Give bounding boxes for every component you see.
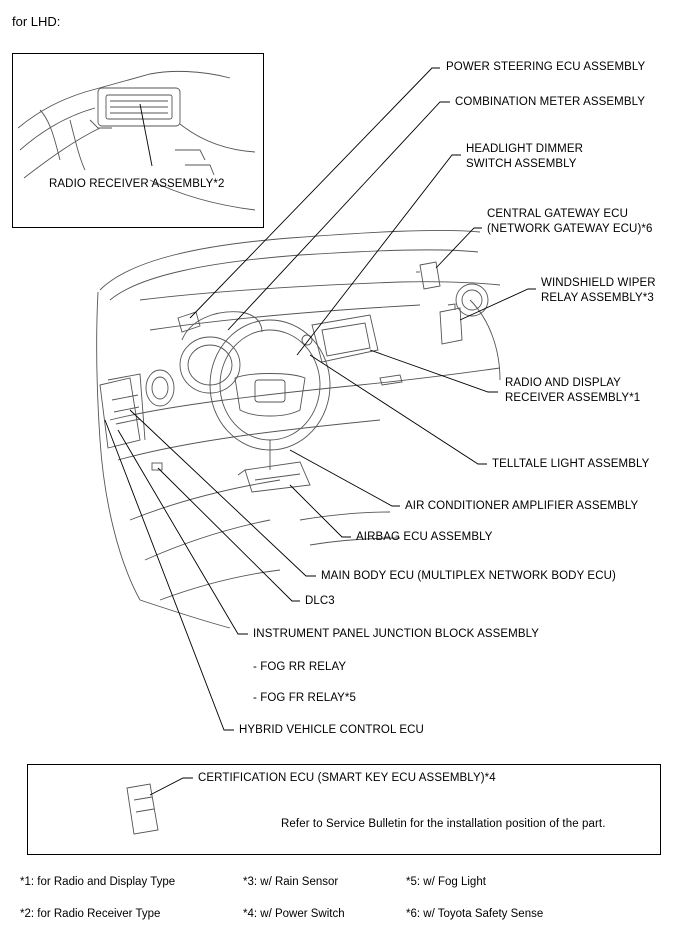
radio-display-label-line1: RADIO AND DISPLAY (505, 377, 621, 389)
telltale-label: TELLTALE LIGHT ASSEMBLY (492, 458, 650, 470)
main-body-ecu-label: MAIN BODY ECU (MULTIPLEX NETWORK BODY EC… (321, 570, 616, 582)
combination-meter-label: COMBINATION METER ASSEMBLY (455, 96, 646, 108)
leader-lines (104, 67, 536, 796)
main-dashboard-drawing (96, 229, 501, 629)
central-gateway-label-line2: (NETWORK GATEWAY ECU)*6 (487, 223, 653, 235)
inset-dashboard-drawing (17, 70, 256, 211)
central-gateway-label-line1: CENTRAL GATEWAY ECU (487, 208, 628, 220)
page-header: for LHD: (12, 14, 61, 29)
ac-amplifier-label: AIR CONDITIONER AMPLIFIER ASSEMBLY (405, 500, 639, 512)
headlight-dimmer-label-line2: SWITCH ASSEMBLY (466, 158, 577, 170)
fog-rr-relay-label: - FOG RR RELAY (253, 661, 347, 673)
wiper-relay-label-line1: WINDSHIELD WIPER (541, 277, 656, 289)
hybrid-ecu-label: HYBRID VEHICLE CONTROL ECU (239, 724, 424, 736)
radio-display-label-line2: RECEIVER ASSEMBLY*1 (505, 392, 641, 404)
footnote-3: *3: w/ Rain Sensor (243, 876, 339, 888)
radio-receiver-inset (12, 53, 264, 228)
wiper-relay-label-line2: RELAY ASSEMBLY*3 (541, 292, 654, 304)
service-bulletin-note: Refer to Service Bulletin for the instal… (281, 818, 606, 830)
dlc3-label: DLC3 (305, 595, 335, 607)
footnote-6: *6: w/ Toyota Safety Sense (406, 908, 544, 920)
fog-fr-relay-label: - FOG FR RELAY*5 (253, 692, 356, 704)
certification-ecu-box (27, 764, 661, 855)
power-steering-ecu-label: POWER STEERING ECU ASSEMBLY (446, 61, 646, 73)
headlight-dimmer-label-line1: HEADLIGHT DIMMER (466, 143, 584, 155)
footnote-4: *4: w/ Power Switch (243, 908, 345, 920)
footnote-5: *5: w/ Fog Light (406, 876, 486, 888)
certification-ecu-label: CERTIFICATION ECU (SMART KEY ECU ASSEMBL… (198, 772, 496, 784)
footnote-2: *2: for Radio Receiver Type (20, 908, 161, 920)
certification-ecu-part (126, 783, 159, 835)
junction-block-label: INSTRUMENT PANEL JUNCTION BLOCK ASSEMBLY (253, 628, 540, 640)
airbag-ecu-label: AIRBAG ECU ASSEMBLY (356, 531, 493, 543)
radio-receiver-label: RADIO RECEIVER ASSEMBLY*2 (49, 178, 225, 190)
footnote-1: *1: for Radio and Display Type (20, 876, 176, 888)
